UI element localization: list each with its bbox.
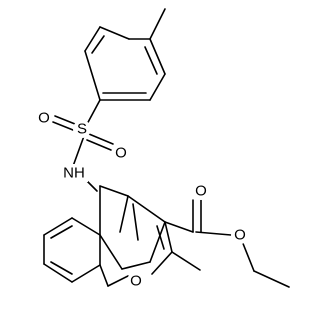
bond: [50, 261, 73, 275]
sulfonyl-oxygen-left: O: [35, 109, 53, 127]
bond: [86, 139, 112, 151]
bond: [88, 133, 114, 145]
bond: [151, 251, 173, 275]
naphthofuran-core: [43, 185, 201, 287]
bond: [71, 217, 101, 236]
bond: [149, 73, 166, 101]
oxygen-label: O: [195, 183, 207, 200]
bond: [156, 225, 165, 250]
bond: [99, 185, 129, 197]
bond: [43, 217, 73, 236]
bond: [99, 26, 130, 40]
sulfonyl-oxygen-right: O: [112, 144, 130, 162]
bond: [84, 50, 101, 101]
bond: [85, 99, 101, 127]
tosyl-benzene-ring: [84, 8, 166, 101]
bond: [149, 221, 166, 263]
bond: [195, 231, 232, 236]
bond: [132, 203, 139, 241]
bond: [144, 46, 158, 75]
bond: [99, 264, 109, 287]
bond: [107, 275, 129, 287]
bond: [50, 225, 73, 239]
bond: [119, 195, 129, 233]
carbonyl-oxygen: O: [192, 182, 210, 200]
ethyl-ester-group: [164, 199, 290, 288]
oxygen-label: O: [130, 273, 142, 290]
bond: [43, 263, 73, 283]
bond: [127, 195, 166, 223]
bond: [164, 221, 173, 253]
amine-label: NH: [63, 165, 85, 182]
bond: [149, 8, 166, 40]
bond: [171, 251, 201, 271]
ester-oxygen: O: [231, 226, 249, 244]
bond: [54, 115, 76, 125]
sulfur-atom: S: [73, 120, 91, 138]
oxygen-label: O: [115, 145, 127, 162]
bond: [164, 221, 194, 233]
bond: [91, 35, 105, 54]
chemical-structure: S O O NH O O O: [35, 8, 290, 290]
furan-oxygen: O: [127, 272, 145, 290]
bond: [71, 264, 101, 283]
oxygen-label: O: [38, 110, 50, 127]
bond: [149, 38, 166, 75]
sulfur-label: S: [77, 121, 87, 138]
bond: [99, 234, 123, 270]
bond: [121, 261, 151, 270]
oxygen-label: O: [234, 227, 246, 244]
bond: [253, 270, 290, 288]
bond: [71, 135, 85, 170]
bond: [84, 26, 101, 52]
amine-nitrogen: NH: [60, 164, 88, 182]
bond: [241, 240, 255, 272]
bond: [52, 121, 74, 131]
